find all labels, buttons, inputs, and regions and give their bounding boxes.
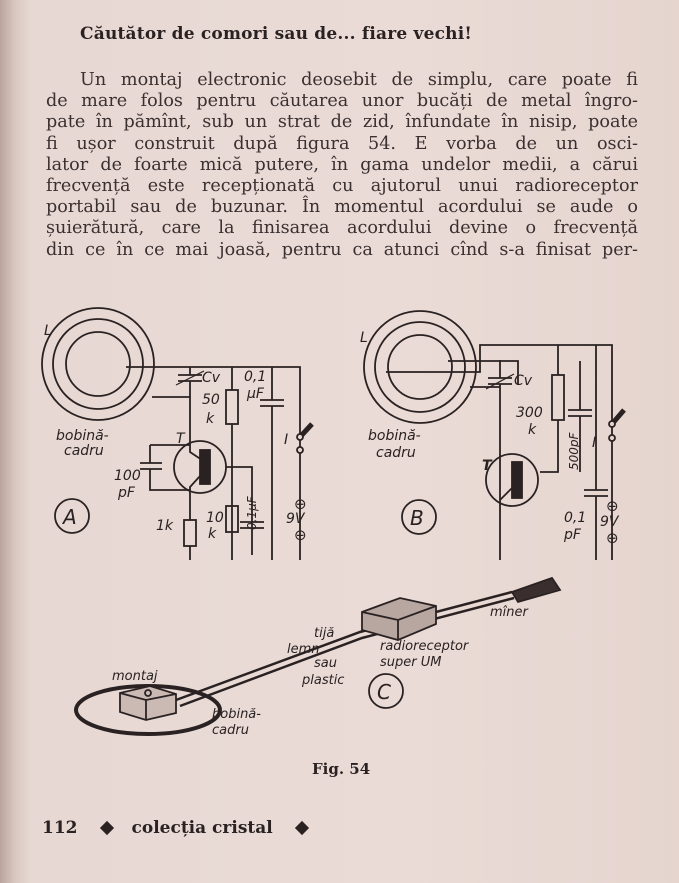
- schematic-b-labels: L Cv 300 k 500pF bobină- cadru T I 0,1 p…: [360, 330, 620, 547]
- drawing-c-labels: mîner tijă lemn sau plastic radiorecepto…: [112, 605, 530, 738]
- svg-text:1k: 1k: [156, 518, 174, 534]
- svg-text:⊖: ⊖: [294, 526, 307, 544]
- text-line: de mare folos pentru căutarea unor bucăț…: [46, 91, 638, 112]
- svg-text:µF: µF: [246, 386, 265, 402]
- svg-text:plastic: plastic: [301, 673, 344, 688]
- svg-text:10: 10: [206, 510, 224, 526]
- svg-text:bobină-: bobină-: [368, 428, 421, 444]
- svg-text:I: I: [592, 435, 596, 451]
- svg-text:C: C: [377, 680, 391, 704]
- svg-text:cadru: cadru: [64, 443, 104, 459]
- svg-text:100: 100: [114, 468, 141, 484]
- text-line: frecvență este recepționată cu ajutorul …: [46, 176, 638, 197]
- detector-drawing-c: [74, 576, 562, 736]
- svg-text:tijă: tijă: [314, 626, 334, 641]
- svg-text:bobină-: bobină-: [212, 707, 261, 722]
- svg-text:cadru: cadru: [376, 445, 416, 461]
- svg-text:mîner: mîner: [490, 605, 530, 620]
- svg-text:k: k: [206, 411, 215, 427]
- svg-text:pF: pF: [563, 527, 582, 543]
- svg-text:Cv: Cv: [202, 370, 221, 386]
- svg-text:L: L: [360, 330, 368, 346]
- rod: [175, 590, 515, 708]
- svg-text:⊖: ⊖: [606, 497, 619, 515]
- diamond-ornament-icon: [294, 820, 309, 836]
- handle: [510, 576, 562, 604]
- svg-text:sau: sau: [314, 656, 337, 671]
- svg-text:montaj: montaj: [112, 669, 158, 684]
- svg-text:super UM: super UM: [380, 655, 441, 670]
- schematic-b: [363, 310, 626, 560]
- text-line: șuierătură, care la finisarea acordului …: [46, 218, 638, 239]
- svg-text:50: 50: [202, 392, 220, 408]
- svg-text:⊕: ⊕: [294, 495, 307, 513]
- svg-text:L: L: [44, 323, 52, 339]
- svg-text:B: B: [410, 506, 424, 530]
- coil-outer: [41, 307, 155, 421]
- schematic-a: [41, 307, 314, 560]
- text-line: din ce în ce mai joasă, pentru ca atunci…: [46, 239, 638, 260]
- svg-text:0,1µF: 0,1µF: [245, 495, 259, 530]
- svg-text:A: A: [61, 505, 77, 529]
- collection-name: colecția cristal: [131, 818, 273, 838]
- svg-text:cadru: cadru: [212, 723, 249, 738]
- svg-text:9V: 9V: [600, 514, 620, 530]
- diamond-ornament-icon: [99, 820, 114, 836]
- svg-text:Cv: Cv: [514, 373, 533, 389]
- svg-text:bobină-: bobină-: [56, 428, 109, 444]
- svg-text:I: I: [284, 432, 288, 448]
- text-line: fi ușor construit după figura 54. E vorb…: [46, 133, 638, 154]
- schematic-a-labels: L Cv 0,1 µF 50 k bobină- cadru T 100 pF …: [44, 323, 307, 544]
- svg-text:pF: pF: [117, 485, 136, 501]
- svg-text:9V: 9V: [286, 511, 306, 527]
- section-title: Căutător de comori sau de... fiare vechi…: [80, 24, 473, 44]
- svg-text:radioreceptor: radioreceptor: [380, 639, 470, 654]
- figure-caption: Fig. 54: [312, 760, 371, 778]
- svg-text:300: 300: [516, 405, 543, 421]
- svg-text:T: T: [176, 431, 186, 447]
- text-line: pate în pămînt, sub un strat de zid, înf…: [46, 112, 638, 133]
- svg-text:0,1: 0,1: [564, 510, 586, 526]
- svg-text:500pF: 500pF: [567, 431, 581, 470]
- svg-text:⊕: ⊕: [606, 529, 619, 547]
- svg-text:lemn: lemn: [287, 642, 320, 657]
- svg-text:k: k: [528, 422, 537, 438]
- text-line: lator de foarte mică putere, în gama und…: [46, 154, 638, 175]
- text-line: portabil sau de buzunar. În momentul aco…: [46, 197, 638, 218]
- text-line: Un montaj electronic deosebit de simplu,…: [80, 70, 638, 90]
- body-paragraph: Un montaj electronic deosebit de simplu,…: [46, 70, 638, 261]
- page-number: 112: [42, 818, 78, 838]
- page-footer: 112 colecția cristal: [42, 818, 327, 838]
- svg-text:T: T: [482, 458, 493, 474]
- svg-text:0,1: 0,1: [244, 369, 266, 385]
- svg-text:k: k: [208, 526, 217, 542]
